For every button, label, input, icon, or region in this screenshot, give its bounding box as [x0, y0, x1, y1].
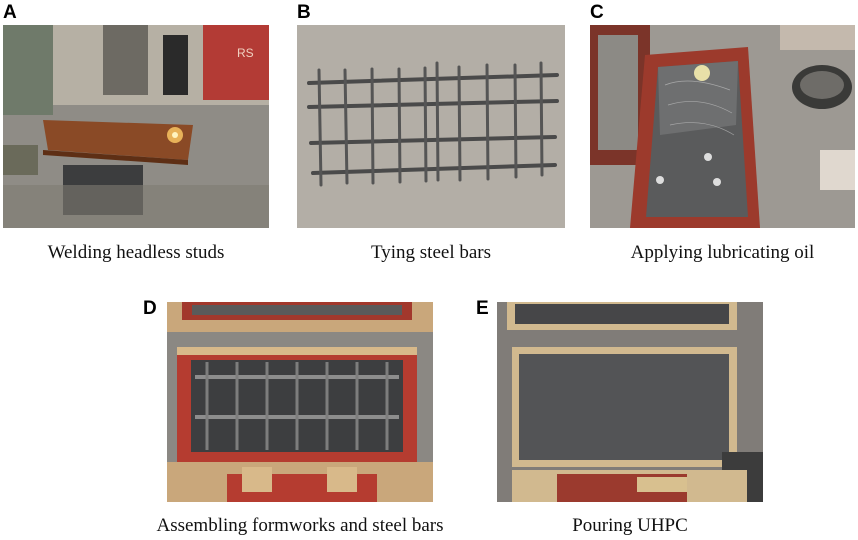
- caption-welding-headless-studs: Welding headless studs: [47, 242, 225, 263]
- caption-assembling-formworks-and-steel-bars: Assembling formworks and steel bars: [156, 515, 444, 536]
- panel-letter-c: C: [590, 2, 604, 23]
- machine-label-text: RS: [237, 46, 254, 60]
- caption-applying-lubricating-oil: Applying lubricating oil: [630, 242, 815, 263]
- photo-applying-lubricating-oil: [590, 25, 855, 228]
- photo-welding-headless-studs: RS: [3, 25, 269, 228]
- panel-letter-a: A: [3, 2, 17, 23]
- panel-letter-d: D: [143, 298, 157, 319]
- caption-tying-steel-bars: Tying steel bars: [370, 242, 492, 263]
- photo-assembling-formworks-and-steel-bars: [167, 302, 433, 502]
- photo-tying-steel-bars: [297, 25, 565, 228]
- panel-letter-e: E: [476, 298, 489, 319]
- photo-pouring-uhpc: [497, 302, 763, 502]
- caption-pouring-uhpc: Pouring UHPC: [572, 515, 688, 536]
- panel-letter-b: B: [297, 2, 311, 23]
